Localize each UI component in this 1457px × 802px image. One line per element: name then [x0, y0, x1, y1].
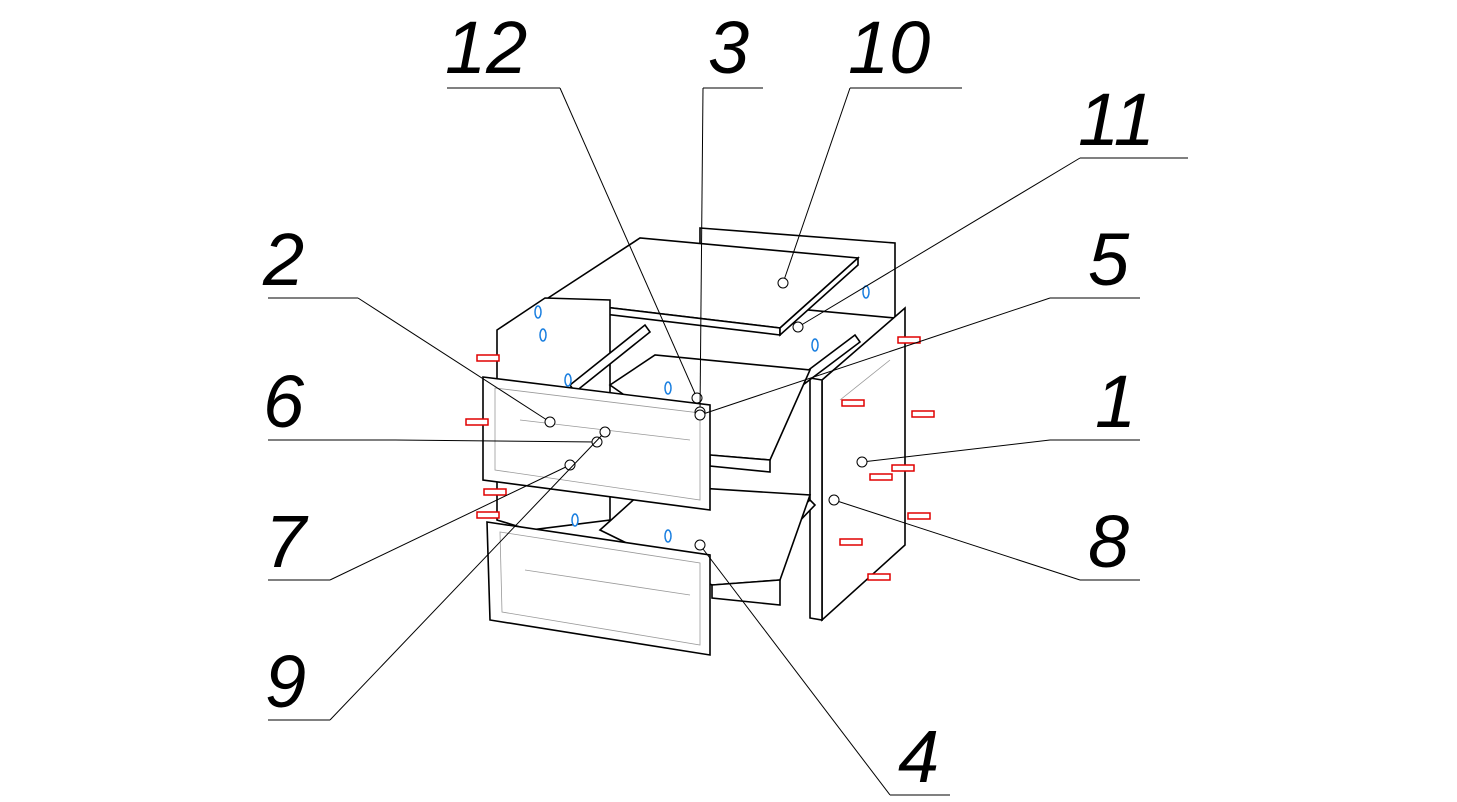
connector-icon	[839, 538, 863, 546]
connector-icon	[867, 573, 891, 581]
callout-8: 8	[1088, 500, 1129, 583]
callout-6: 6	[263, 360, 305, 443]
callout-marker-6	[591, 436, 603, 448]
connectors	[465, 285, 935, 581]
callout-4: 4	[898, 715, 939, 798]
leader-lines	[268, 87, 1188, 796]
connector-icon	[476, 511, 500, 519]
hinge-icon	[664, 529, 672, 543]
leader-line-6	[394, 439, 598, 443]
leader-line-3	[699, 87, 704, 413]
leader-line-2	[357, 297, 551, 423]
callout-3: 3	[708, 6, 749, 89]
callout-marker-10	[777, 277, 789, 289]
callout-marker-1	[856, 456, 868, 468]
hinge-icon	[539, 328, 547, 342]
hinge-icon	[664, 381, 672, 395]
hinge-icon	[564, 373, 572, 387]
connector-icon	[897, 336, 921, 344]
leader-line-11	[797, 157, 1081, 328]
leader-line-5	[699, 297, 1051, 416]
callout-5: 5	[1088, 218, 1130, 301]
leader-line-10	[782, 87, 851, 284]
connector-icon	[869, 473, 893, 481]
callout-marker-7	[564, 459, 576, 471]
callout-7: 7	[265, 500, 309, 583]
connector-icon	[841, 399, 865, 407]
connector-icon	[911, 410, 935, 418]
leader-line-7	[329, 464, 571, 581]
callout-labels: 12 3 10 11 2 5 6 1 7 8 9 4	[262, 6, 1155, 798]
callout-marker-9	[599, 426, 611, 438]
leader-line-8	[833, 499, 1081, 581]
connector-icon	[465, 418, 489, 426]
callout-marker-11	[792, 321, 804, 333]
cabinet-drawing	[482, 227, 906, 656]
callout-marker-4	[694, 539, 706, 551]
hinge-icon	[811, 338, 819, 352]
callout-marker-5	[694, 409, 706, 421]
leader-line-1	[861, 439, 1051, 463]
hinge-icon	[571, 513, 579, 527]
callout-marker-12	[691, 392, 703, 404]
leader-line-4	[699, 544, 891, 796]
callout-marker-8	[828, 494, 840, 506]
callout-9: 9	[265, 640, 306, 723]
callout-11: 11	[1078, 78, 1155, 161]
leader-line-12	[559, 87, 698, 399]
connector-icon	[891, 464, 915, 472]
connector-icon	[907, 512, 931, 520]
callout-marker-2	[544, 416, 556, 428]
leader-line-9	[329, 431, 606, 721]
callout-10: 10	[848, 6, 930, 89]
connector-icon	[483, 488, 507, 496]
lower-drawer-front	[486, 521, 711, 656]
callout-1: 1	[1095, 360, 1136, 443]
connector-icon	[476, 354, 500, 362]
callout-2: 2	[262, 218, 304, 301]
callout-12: 12	[445, 6, 527, 89]
hinge-icon	[534, 305, 542, 319]
